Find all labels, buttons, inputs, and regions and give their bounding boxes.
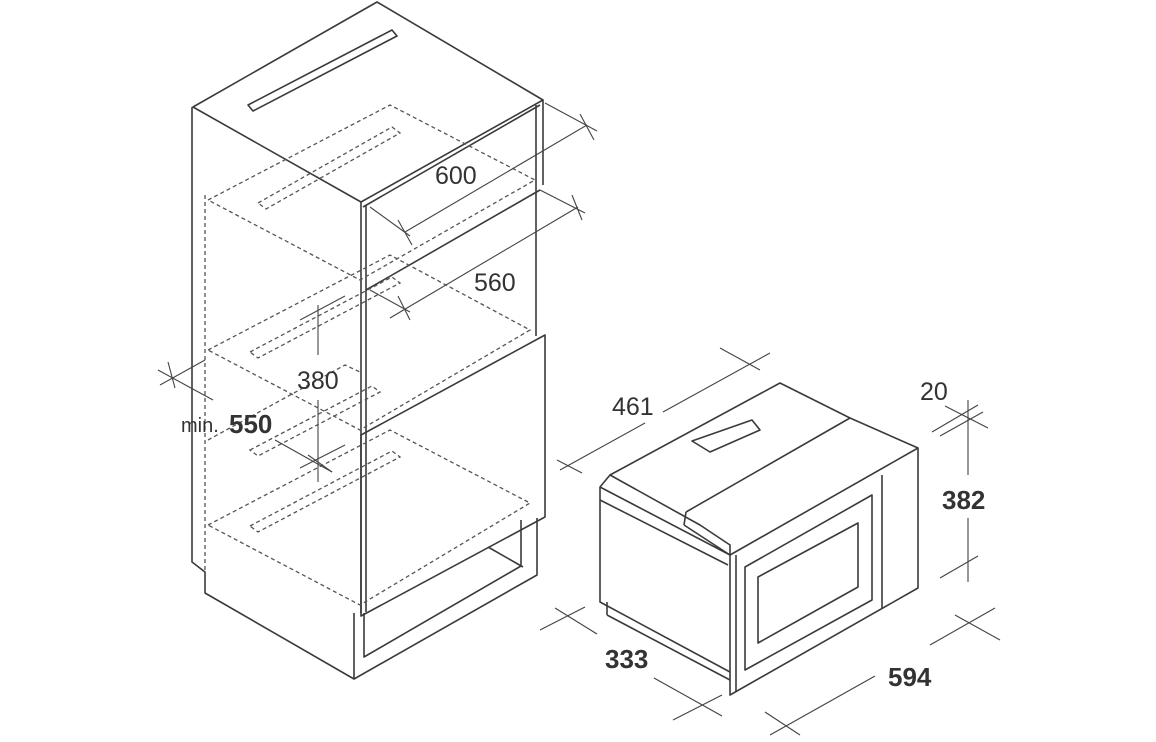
microwave-top bbox=[609, 382, 851, 513]
top-slope bbox=[683, 524, 731, 556]
hidden-lower-slot bbox=[248, 450, 402, 533]
plinth bbox=[353, 518, 538, 680]
door-window-inner bbox=[757, 522, 859, 644]
hidden-bottom-shelf bbox=[207, 364, 361, 441]
hidden-lower-shelf bbox=[207, 429, 532, 606]
door-window-outer bbox=[744, 494, 873, 671]
microwave-left-side bbox=[599, 474, 731, 673]
top-right-edge bbox=[849, 417, 919, 449]
hidden-bottom-slot bbox=[248, 385, 382, 457]
top-edge-step bbox=[683, 511, 687, 526]
hidden-upper-shelf bbox=[207, 104, 537, 281]
hidden-upper-slot bbox=[256, 126, 402, 210]
dimension-label-560: 560 bbox=[474, 269, 516, 297]
dimension-560: 560 bbox=[369, 189, 586, 321]
tall-cabinet bbox=[191, 1, 546, 680]
dimension-label-382: 382 bbox=[942, 485, 985, 515]
top-handle-recess bbox=[691, 419, 761, 453]
dimension-label-333: 333 bbox=[605, 644, 648, 674]
microwave-front-frame bbox=[729, 447, 919, 696]
dimension-min-550: min. 550 bbox=[157, 359, 333, 473]
dimension-461: 461 bbox=[556, 347, 771, 474]
upper-shelf-edge bbox=[365, 189, 541, 291]
dimension-600: 600 bbox=[369, 102, 598, 246]
hidden-middle-shelf bbox=[207, 254, 532, 431]
dimension-label-20: 20 bbox=[920, 378, 948, 406]
cabinet-top bbox=[192, 1, 544, 203]
base-line bbox=[606, 614, 731, 681]
cabinet-front-top-edge bbox=[362, 104, 541, 208]
dimension-380: 380 bbox=[297, 295, 346, 482]
dimension-label-461: 461 bbox=[612, 393, 654, 421]
plinth-inner bbox=[363, 520, 522, 658]
dimension-label-594: 594 bbox=[888, 662, 932, 692]
dimension-594: 594 bbox=[764, 607, 1001, 736]
dimension-label-600: 600 bbox=[435, 162, 477, 190]
plinth-inner-edge bbox=[487, 546, 524, 568]
dimension-label-min-prefix: min. bbox=[181, 415, 219, 437]
built-in-microwave bbox=[599, 382, 919, 696]
dimension-label-550: 550 bbox=[229, 409, 272, 439]
side-trim bbox=[599, 499, 729, 566]
hidden-middle-slot bbox=[248, 276, 402, 359]
oven-front-panel bbox=[360, 334, 546, 617]
dimension-333: 333 bbox=[539, 606, 723, 721]
top-vent-slot bbox=[247, 29, 398, 112]
dimension-label-380: 380 bbox=[297, 367, 339, 395]
dimension-20-382: 20 382 bbox=[920, 378, 989, 582]
cabinet-left-edge bbox=[191, 107, 355, 680]
